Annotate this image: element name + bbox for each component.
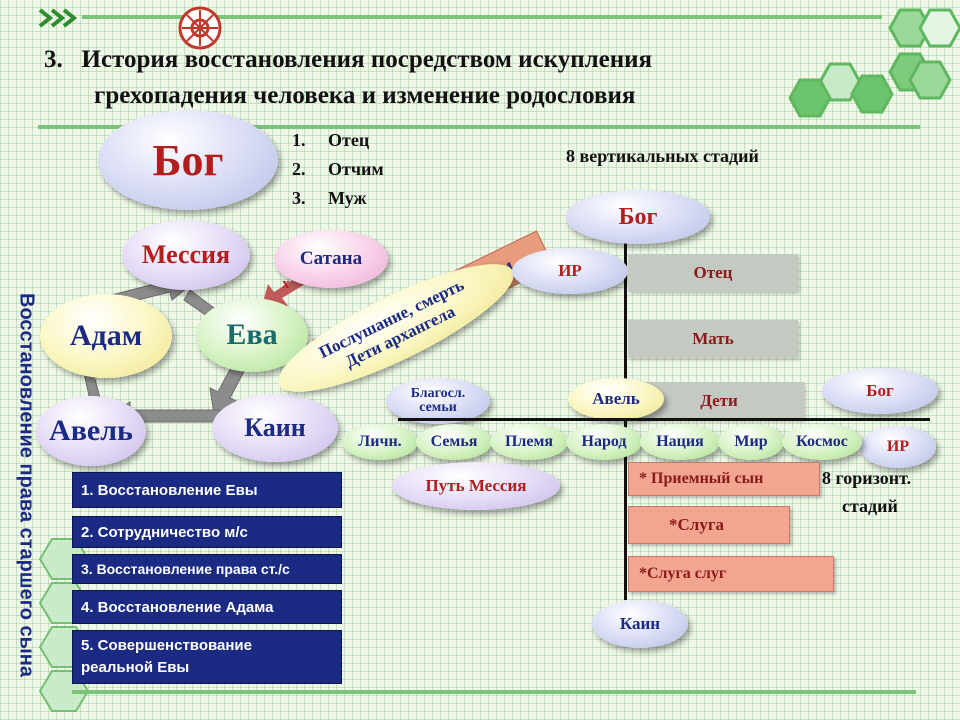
servant-of-servants-stage: *Слуга слуг (628, 556, 834, 592)
horizontal-axis-line (398, 418, 930, 421)
adam-label: Адам (69, 319, 143, 352)
servant-stage: *Слуга (628, 506, 790, 544)
satan-ellipse: Сатана (274, 230, 388, 288)
cain-label: Каин (244, 413, 306, 442)
step-2-box: 2. Сотрудничество м/с (72, 516, 342, 548)
god-ellipse: Бог (98, 110, 278, 210)
corner-chevrons-icon (38, 8, 78, 28)
blessed-family-ellipse: Благосл. семьи (386, 378, 490, 424)
step-3-box: 3. Восстановление права ст./с (72, 554, 342, 584)
role-item: 2.Отчим (292, 159, 384, 179)
adopted-son-stage: * Приемный сын (628, 462, 820, 496)
abel-ellipse: Авель (36, 396, 146, 466)
stage-tribe: Племя (490, 424, 568, 460)
vertical-abel-label: Авель (592, 389, 640, 408)
side-title-vertical: Восстановление права старшего сына (15, 293, 38, 677)
blessed-family-line-1: Благосл. (410, 386, 466, 401)
title-divider (38, 125, 920, 129)
hexagon-cluster-icon (788, 8, 960, 118)
stage-cosmos: Космос (782, 424, 862, 460)
step-5-line-1: 5. Совершенствование (81, 637, 252, 654)
title-text-1: История восстановления посредством искуп… (81, 46, 653, 73)
vertical-stages-title: 8 вертикальных стадий (566, 146, 759, 166)
stage-world: Мир (718, 424, 784, 460)
satan-label: Сатана (299, 248, 363, 269)
right-ir-label: ИР (886, 438, 910, 455)
father-stage: Отец (628, 254, 798, 292)
title-number: 3. (44, 46, 63, 73)
horizontal-stages-label-2: стадий (842, 496, 898, 516)
cain-ellipse: Каин (212, 394, 338, 462)
stage-individual: Личн. (342, 424, 418, 460)
abel-label: Авель (49, 414, 133, 447)
step-4-box: 4. Восстановление Адама (72, 590, 342, 624)
right-god-label: Бог (866, 381, 894, 400)
stage-family: Семья (416, 424, 492, 460)
vertical-god-label: Бог (618, 203, 658, 230)
step-5-line-2: реальной Евы (81, 659, 190, 676)
right-god-ellipse: Бог (822, 368, 938, 414)
bottom-divider (72, 690, 916, 694)
lower-cain-label: Каин (619, 614, 661, 633)
god-label: Бог (152, 135, 224, 185)
vertical-abel-ellipse: Авель (568, 378, 664, 420)
roles-list: 1.Отец 2.Отчим 3.Муж (292, 130, 384, 217)
adam-ellipse: Адам (40, 294, 172, 378)
messiah-path-label: Путь Мессия (425, 476, 527, 495)
horizontal-stages-row: Личн. Семья Племя Народ Нация Мир Космос (342, 424, 862, 460)
role-item: 1.Отец (292, 130, 370, 150)
vertical-god-ellipse: Бог (566, 190, 710, 244)
lower-cain-ellipse: Каин (592, 600, 688, 648)
role-item: 3.Муж (292, 188, 367, 208)
vertical-ir-label: ИР (558, 261, 582, 280)
right-ir-ellipse: ИР (860, 426, 936, 468)
horizontal-stages-label-1: 8 горизонт. (822, 468, 912, 488)
messiah-label: Мессия (141, 240, 231, 269)
eve-label: Ева (226, 318, 278, 351)
vertical-ir-ellipse: ИР (512, 248, 628, 294)
stage-nation: Нация (640, 424, 720, 460)
step-1-box: 1. Восстановление Евы (72, 472, 342, 508)
mother-stage: Мать (628, 320, 798, 358)
messiah-ellipse: Мессия (122, 220, 250, 290)
title-line-2: грехопадения человека и изменение родосл… (94, 82, 636, 109)
step-5-box: 5. Совершенствование реальной Евы (72, 630, 342, 684)
top-divider-line (82, 15, 882, 19)
stage-people: Народ (566, 424, 642, 460)
messiah-path-ellipse: Путь Мессия (392, 462, 560, 510)
logo-emblem-icon (178, 6, 222, 50)
blessed-family-line-2: семьи (419, 400, 457, 415)
title-line-1: 3. История восстановления посредством ис… (44, 46, 652, 74)
cross-mark: x (282, 276, 290, 292)
